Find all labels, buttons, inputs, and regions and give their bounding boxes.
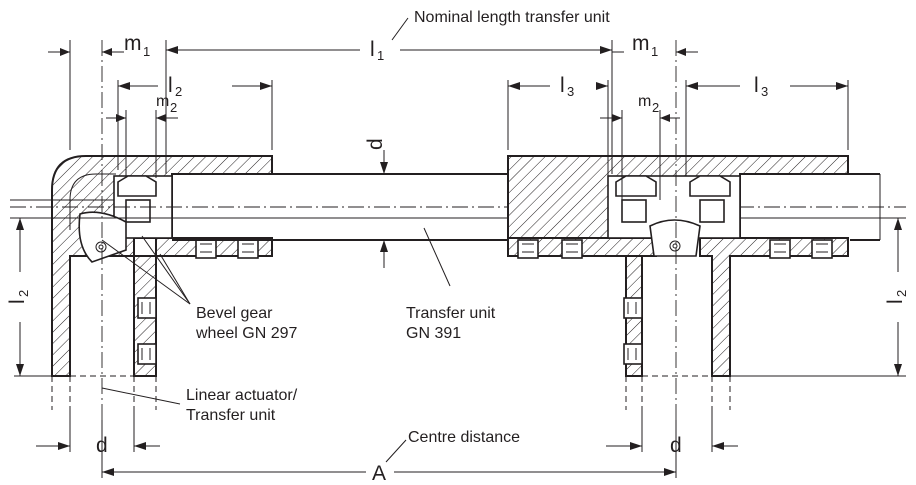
- m2-right-label: m: [638, 93, 651, 110]
- l1-label: l: [370, 38, 375, 61]
- bevel-gear-label-line1: Bevel gear: [196, 305, 273, 322]
- right-bevel-gear-housing: [607, 175, 741, 257]
- nominal-length-label: Nominal length transfer unit: [414, 9, 610, 26]
- a-label: A: [372, 462, 386, 485]
- l2-top-label: l: [168, 74, 173, 97]
- l2-left-vertical-subscript: 2: [16, 290, 31, 297]
- right-bolts: [517, 239, 833, 365]
- d-top-label: d: [364, 138, 387, 150]
- linear-actuator-label-line2: Transfer unit: [186, 407, 276, 424]
- l2-top-subscript: 2: [175, 84, 182, 99]
- l3-right-label: l: [754, 74, 759, 97]
- m2-left-subscript: 2: [170, 100, 177, 115]
- dimension-lines: [14, 17, 906, 478]
- m2-left-label: m: [156, 93, 169, 110]
- m1-right-label: m: [632, 32, 650, 55]
- transfer-unit-label-line1: Transfer unit: [406, 305, 496, 322]
- m1-left-label: m: [124, 32, 142, 55]
- m1-right-subscript: 1: [651, 44, 658, 59]
- l2-right-vertical-subscript: 2: [894, 290, 909, 297]
- l1-subscript: 1: [377, 48, 384, 63]
- l3-left-subscript: 3: [567, 84, 574, 99]
- hidden-lines: [51, 40, 731, 420]
- d-right-label: d: [670, 434, 682, 457]
- m2-right-subscript: 2: [652, 100, 659, 115]
- l2-right-vertical-label: l: [884, 299, 907, 304]
- leader-lines: [101, 227, 451, 405]
- d-left-label: d: [96, 434, 108, 457]
- annotations: Nominal length transfer unit l 1 m 1 m 1…: [6, 9, 909, 485]
- l2-left-vertical-label: l: [6, 299, 29, 304]
- l3-right-subscript: 3: [761, 84, 768, 99]
- m1-left-subscript: 1: [143, 44, 150, 59]
- transfer-unit-label-line2: GN 391: [406, 325, 461, 342]
- linear-actuator-label-line1: Linear actuator/: [186, 387, 298, 404]
- centre-distance-label: Centre distance: [408, 429, 520, 446]
- bevel-gear-label-line2: wheel GN 297: [195, 325, 297, 342]
- l3-left-label: l: [560, 74, 565, 97]
